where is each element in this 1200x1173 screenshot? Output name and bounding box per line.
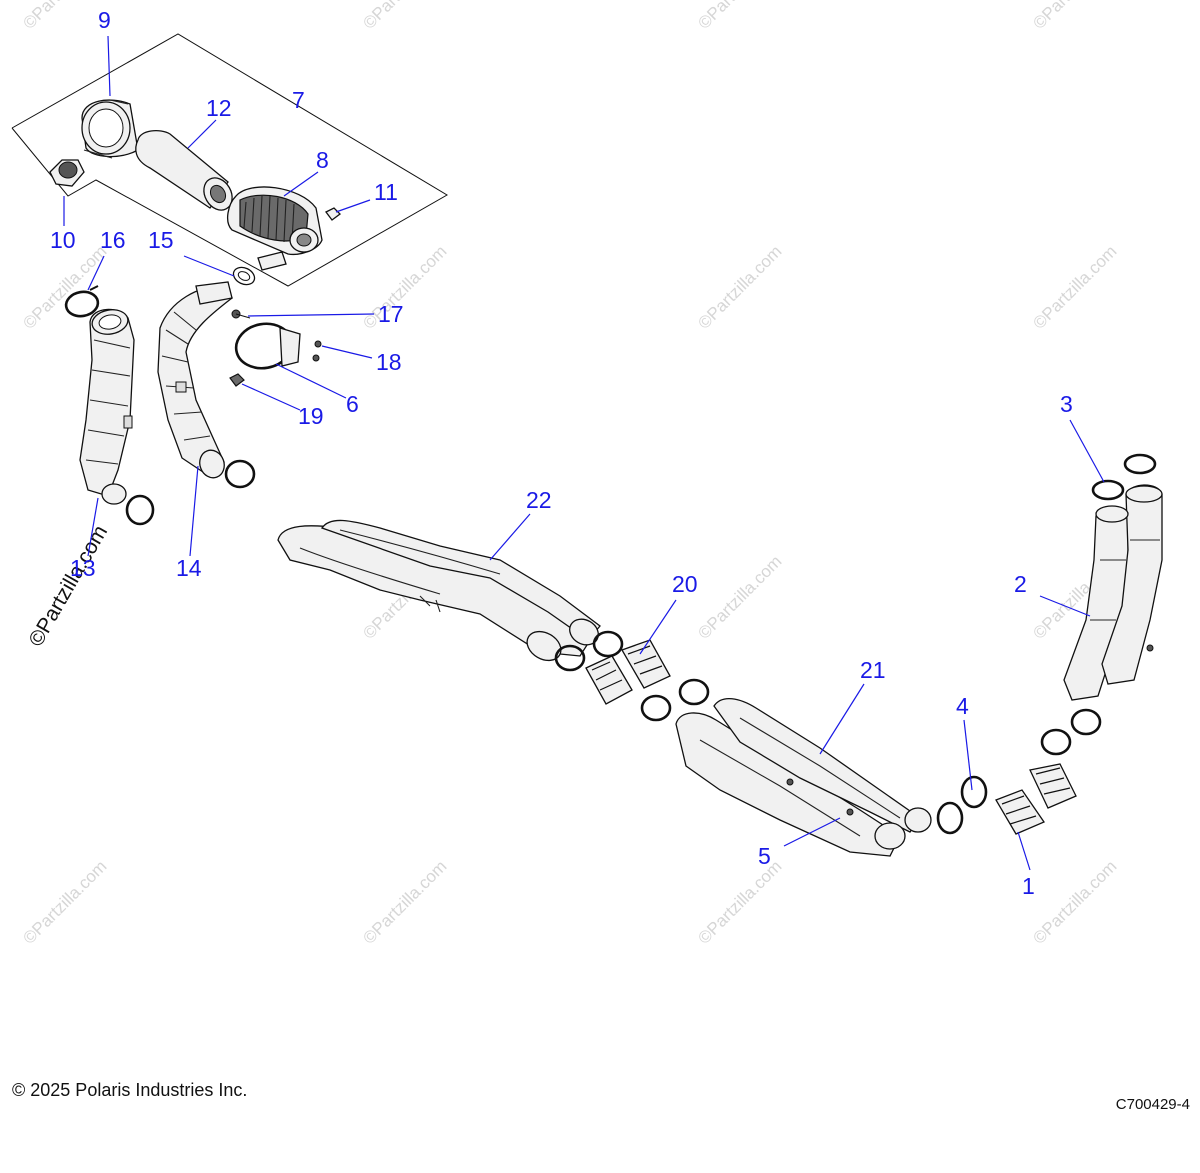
- watermark: ©Partzilla.com: [19, 0, 110, 33]
- clamp-lower-1: [1040, 728, 1072, 756]
- clamp-3: [1091, 453, 1157, 501]
- copyright-notice: © 2025 Polaris Industries Inc.: [12, 1080, 248, 1100]
- callout-11: 11: [374, 179, 398, 205]
- callout-10: 10: [50, 227, 76, 253]
- clamp-lower-2: [1070, 708, 1102, 736]
- callout-labels: 9 12 7 8 11 10 16 15 17 18 6 19 13 14 22…: [50, 7, 1073, 899]
- watermark: ©Partzilla.com: [359, 242, 450, 333]
- callout-2: 2: [1014, 571, 1027, 597]
- callout-20: 20: [672, 571, 698, 597]
- figure-id: C700429-4: [1115, 1096, 1190, 1113]
- callout-3: 3: [1060, 391, 1073, 417]
- clamp-15: [232, 266, 256, 286]
- outlet-valve: [49, 159, 85, 187]
- exhaust-pipe-21: [675, 698, 932, 857]
- watermark: ©Partzilla.com: [694, 552, 785, 643]
- coupling-boot-20: [585, 639, 710, 722]
- tailpipe-2: [1063, 484, 1163, 701]
- watermark: ©Partzilla.com: [1029, 242, 1120, 333]
- callout-5: 5: [758, 843, 771, 869]
- watermark: ©Partzilla.com: [359, 0, 450, 33]
- watermark: ©Partzilla.com: [694, 0, 785, 33]
- callout-16: 16: [100, 227, 126, 253]
- callout-12: 12: [206, 95, 232, 121]
- callout-21: 21: [860, 657, 886, 683]
- watermark: ©Partzilla.com: [694, 857, 785, 948]
- callout-4: 4: [956, 693, 969, 719]
- callout-7: 7: [292, 87, 305, 113]
- callout-22: 22: [526, 487, 552, 513]
- clamp-16: [64, 285, 100, 318]
- callout-1: 1: [1022, 873, 1035, 899]
- grommet: [325, 207, 341, 221]
- watermark: ©Partzilla.com: [1029, 0, 1120, 33]
- leader-lines: [63, 35, 1105, 871]
- callout-19: 19: [298, 403, 324, 429]
- air-filter-element: [135, 129, 233, 211]
- callout-8: 8: [316, 147, 329, 173]
- callout-6: 6: [346, 391, 359, 417]
- callout-15: 15: [148, 227, 174, 253]
- intake-duct-14: [157, 281, 256, 489]
- callout-17: 17: [378, 301, 404, 327]
- callout-9: 9: [98, 7, 111, 33]
- assembly-frame: [11, 33, 448, 287]
- air-box-cover: [226, 186, 323, 271]
- mounting-bracket: [229, 309, 322, 387]
- watermark: ©Partzilla.com: [694, 242, 785, 333]
- watermark: ©Partzilla.com: [19, 857, 110, 948]
- callout-13: 13: [70, 555, 96, 581]
- watermark: ©Partzilla.com: [1029, 857, 1120, 948]
- intake-duct-13: [79, 308, 155, 526]
- callout-18: 18: [376, 349, 402, 375]
- exhaust-pipe-22: [277, 519, 624, 672]
- watermark-prominent: ©Partzilla.com: [24, 522, 112, 651]
- coupling-boot-1: [995, 763, 1077, 835]
- clamp-4: [936, 775, 988, 835]
- airbox-housing: [81, 99, 139, 159]
- callout-14: 14: [176, 555, 202, 581]
- watermark: ©Partzilla.com: [359, 857, 450, 948]
